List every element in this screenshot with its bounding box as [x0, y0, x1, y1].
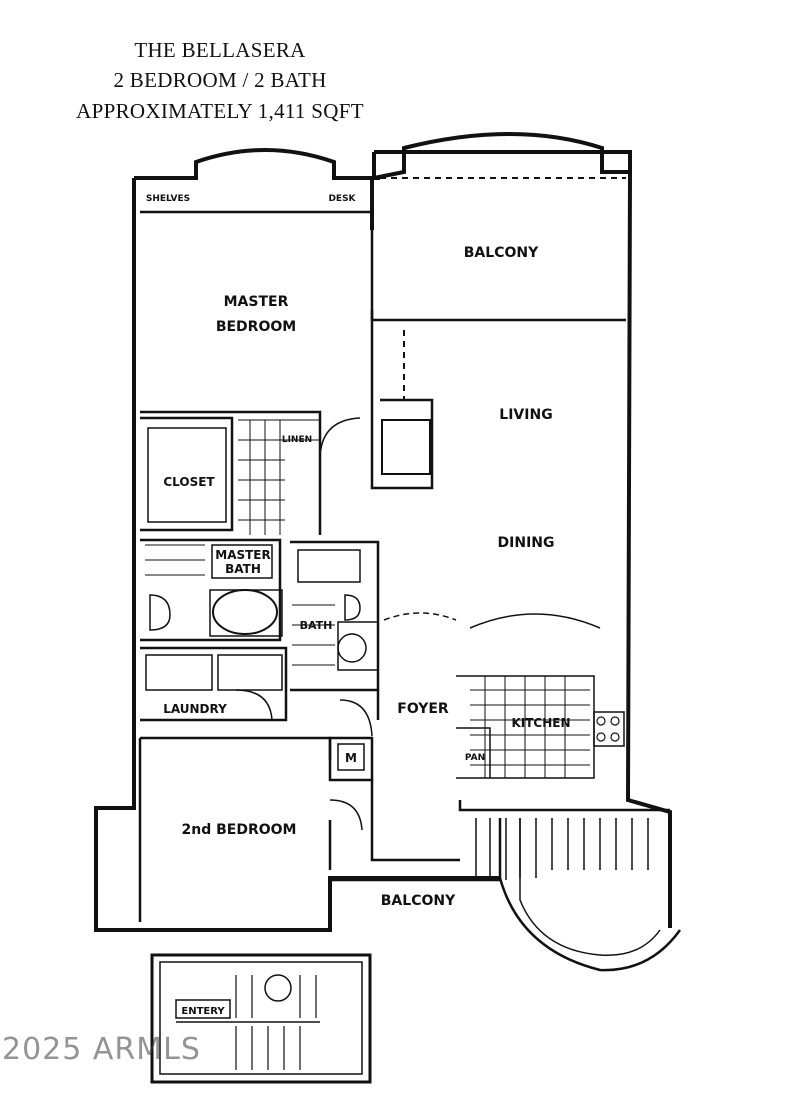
label-desk: DESK — [328, 194, 356, 204]
label-pan: PAN — [465, 753, 485, 763]
room-laundry: LAUNDRY — [163, 702, 227, 716]
room-kitchen: KITCHEN — [511, 716, 570, 730]
plan-subtitle: 2 BEDROOM / 2 BATH — [113, 68, 327, 92]
label-mech: M — [345, 751, 357, 765]
exterior-walls — [94, 132, 672, 932]
door-swings — [235, 417, 601, 831]
room-master-bedroom-line1: MASTER — [224, 294, 289, 310]
room-master-bath-line2: BATH — [225, 562, 261, 576]
room-living: LIVING — [499, 407, 552, 423]
room-second-bedroom: 2nd BEDROOM — [182, 822, 297, 838]
stair-treads — [475, 818, 649, 880]
room-bath: BATH — [300, 619, 333, 632]
outer-wall-top-left — [134, 148, 380, 180]
plan-area: APPROXIMATELY 1,411 SQFT — [76, 99, 364, 123]
room-dining: DINING — [498, 535, 555, 551]
room-closet: CLOSET — [163, 475, 215, 489]
label-linen: LINEN — [282, 435, 312, 445]
room-master-bedroom-line2: BEDROOM — [216, 319, 296, 335]
room-entry: ENTERY — [181, 1006, 225, 1017]
interior-walls — [138, 210, 682, 972]
watermark: 2025 ARMLS — [2, 1032, 201, 1067]
room-master-bath-line1: MASTER — [215, 548, 271, 562]
tile-grid — [145, 419, 590, 778]
room-foyer: FOYER — [397, 701, 449, 717]
outer-wall-right — [625, 171, 672, 928]
outer-wall-top-right — [372, 132, 632, 181]
room-balcony-bottom: BALCONY — [381, 893, 456, 909]
entry-stairwell — [150, 953, 372, 1084]
plan-title: THE BELLASERA — [134, 38, 306, 62]
outer-wall-left — [94, 178, 500, 932]
room-balcony-top: BALCONY — [464, 245, 539, 261]
dashed-lines — [380, 177, 626, 400]
label-shelves: SHELVES — [146, 194, 190, 204]
